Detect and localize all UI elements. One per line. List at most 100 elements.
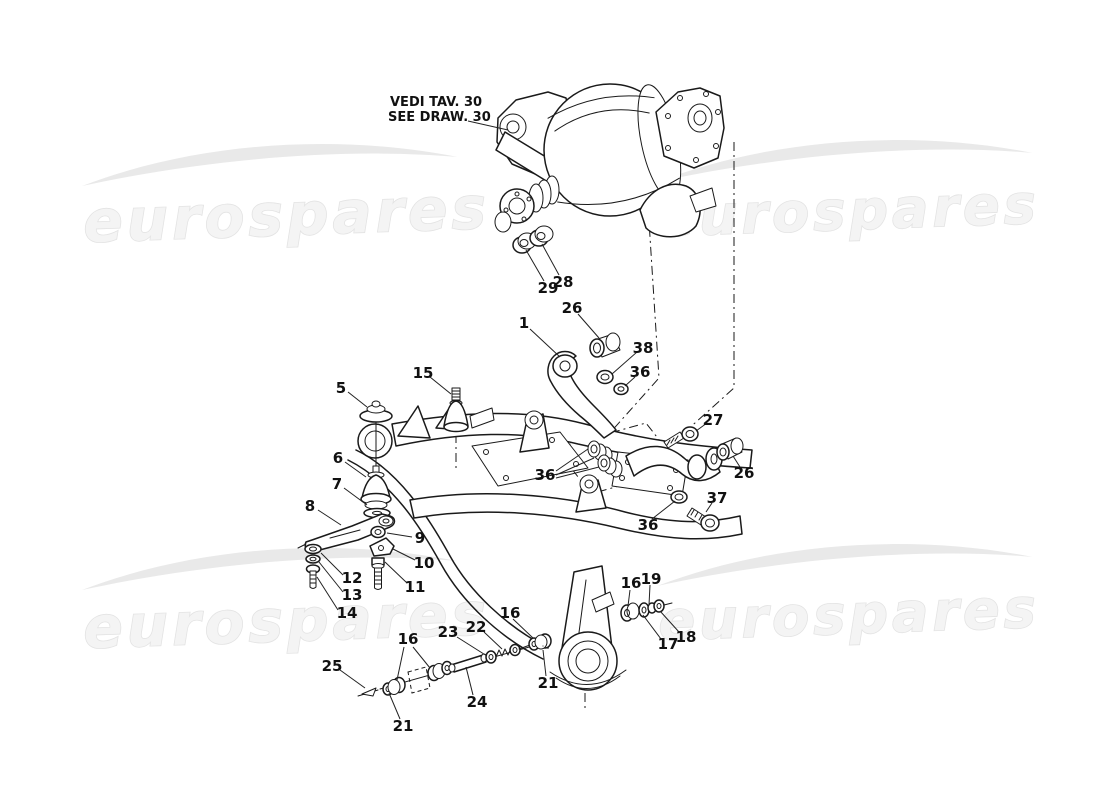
part-label-6: 6 [333, 449, 343, 467]
bolt-37 [686, 507, 720, 532]
washers-12-13 [304, 543, 322, 564]
leader-line [577, 313, 600, 339]
part-label-36: 36 [535, 466, 556, 484]
part-label-14: 14 [337, 604, 358, 622]
swoosh-graphic [657, 140, 1033, 183]
hidden-bracket [407, 666, 431, 694]
part-label-18: 18 [676, 628, 697, 646]
leader-line [396, 646, 405, 681]
leader-line [316, 576, 339, 611]
rail-tab [469, 407, 495, 429]
part-label-23: 23 [438, 623, 459, 641]
leader-line [542, 649, 547, 677]
leader-line [412, 646, 431, 669]
spring-22 [495, 647, 512, 658]
leader-line [339, 669, 366, 689]
upper-link-arm [547, 332, 629, 439]
washer-36-lower [670, 490, 688, 504]
part-label-13: 13 [342, 586, 363, 604]
leader-line [429, 376, 452, 395]
leader-line [384, 561, 408, 584]
nut-9 [370, 525, 386, 539]
output-flange-hub [494, 175, 560, 233]
leader-line [347, 391, 368, 408]
washer-23 [485, 650, 497, 664]
part-label-28: 28 [553, 273, 574, 291]
subframe-lower-beam [409, 493, 743, 540]
part-label-21: 21 [538, 674, 559, 692]
rear-eye-assembly [549, 565, 627, 691]
part-label-29: 29 [538, 279, 559, 297]
bolt-11 [371, 557, 385, 590]
leader-line [555, 466, 600, 479]
washers-16-rod [427, 660, 453, 682]
part-label-9: 9 [415, 529, 425, 547]
swoosh-graphic [657, 544, 1033, 587]
part-label-16: 16 [500, 604, 521, 622]
leader-line [648, 584, 651, 606]
leader-line [541, 243, 560, 276]
washer-28 [529, 225, 554, 247]
leader-line [705, 502, 713, 513]
front-mount-boss [357, 423, 393, 459]
part-label-37: 37 [707, 489, 728, 507]
leader-line [512, 618, 534, 639]
part-label-27: 27 [703, 411, 724, 429]
bolt-27 [663, 426, 699, 449]
watermark-bottom-left: eurospares [81, 548, 492, 663]
part-label-10: 10 [414, 554, 435, 572]
antiroll-tube [355, 449, 549, 649]
part-label-1: 1 [519, 314, 529, 332]
part-label-12: 12 [342, 569, 363, 587]
diff-bracket [689, 187, 717, 213]
tie-rod-assembly [357, 633, 552, 697]
part-label-17: 17 [658, 635, 679, 653]
bushing-tower-2 [575, 474, 607, 513]
leader-line [642, 614, 662, 640]
leader-line [388, 692, 401, 720]
ribbed-bushings-36 [587, 440, 623, 478]
leader-line [386, 532, 413, 538]
watermark-top-left: eurospares [81, 144, 492, 257]
note-line-english: SEE DRAW. 30 [388, 110, 491, 125]
leader-line [318, 561, 344, 593]
leader-line [317, 509, 342, 526]
bushing-26-upper [589, 332, 621, 358]
torque-drum [543, 83, 682, 217]
leader-line [695, 422, 708, 432]
leader-line [651, 500, 676, 520]
leader-line [456, 636, 488, 657]
part-label-22: 22 [466, 618, 487, 636]
part-label-36: 36 [638, 516, 659, 534]
leader-line [320, 552, 344, 576]
watermark-text: eurospares [657, 173, 1040, 249]
leader-line [529, 328, 561, 358]
part-label-19: 19 [641, 570, 662, 588]
watermark-text: eurospares [82, 580, 491, 662]
part-label-15: 15 [413, 364, 434, 382]
leader-line [555, 448, 589, 472]
leader-line [344, 461, 367, 478]
part-label-38: 38 [633, 339, 654, 357]
mount-stack [297, 400, 396, 590]
leader-line [483, 631, 503, 650]
leader-lines [316, 120, 741, 720]
leader-line [465, 666, 474, 696]
leader-line [525, 249, 545, 282]
leader-line [343, 487, 368, 506]
watermark-top-right: eurospares [656, 140, 1041, 250]
bump-stop-15 [443, 387, 469, 433]
bushing-26-right [716, 437, 744, 461]
washer-18 [653, 599, 665, 613]
differential-assembly [494, 83, 725, 254]
nut-on-rod [509, 643, 521, 657]
washers-21-right [528, 633, 552, 651]
leader-line [732, 455, 741, 468]
part-label-24: 24 [467, 693, 488, 711]
leader-line [611, 351, 638, 375]
part-label-21: 21 [393, 717, 414, 735]
part-label-5: 5 [336, 379, 346, 397]
part-label-36: 36 [630, 363, 651, 381]
